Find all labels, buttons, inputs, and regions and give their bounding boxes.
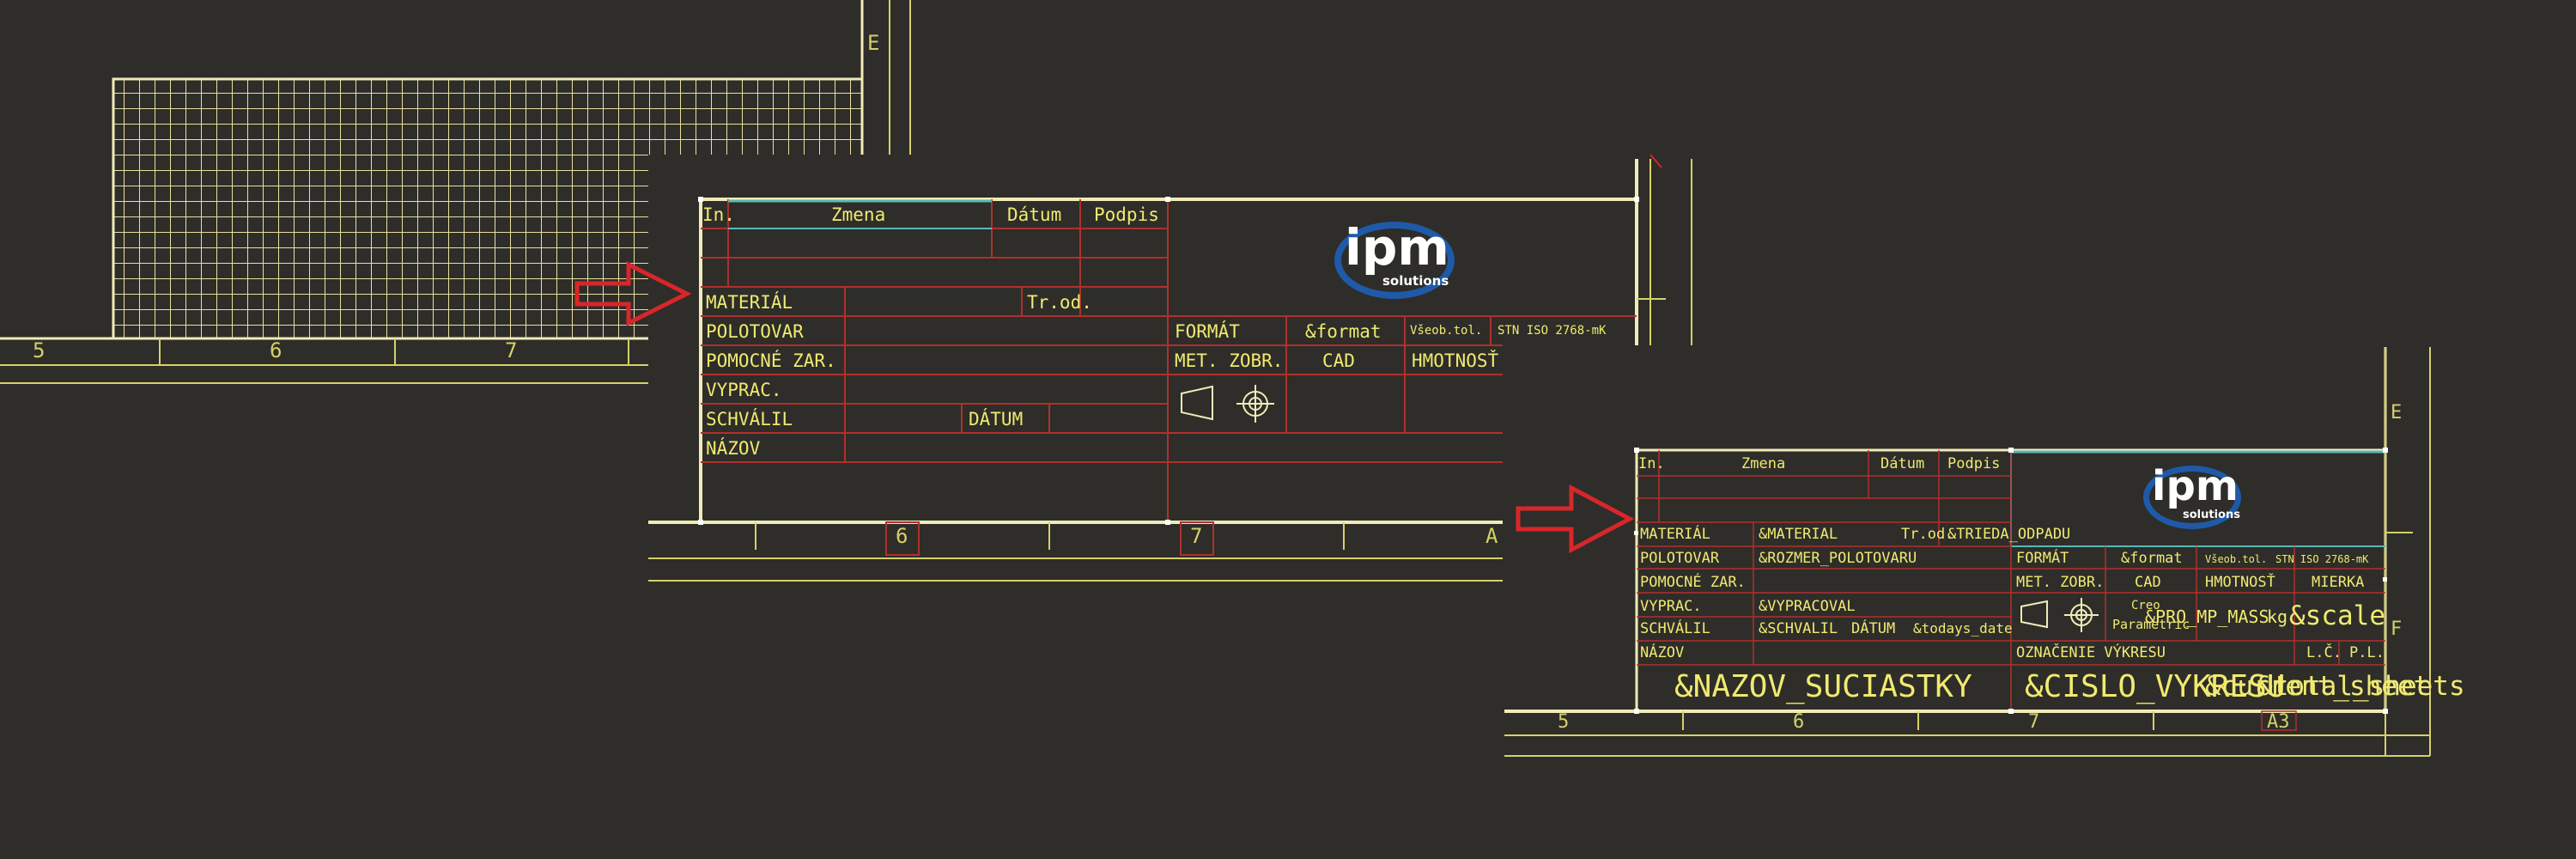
label-schvalil: SCHVÁLIL (706, 409, 793, 430)
ruler-sheet-size: A3 (2267, 711, 2290, 733)
label-scale: MIERKA (2312, 574, 2365, 591)
rev-col-change: Zmena (831, 204, 886, 225)
label-trod: Tr.od. (1027, 292, 1092, 313)
value-waste-class: &TRIEDA_ODPADU (1947, 526, 2071, 543)
value-vyprac: &VYPRACOVAL (1759, 598, 1856, 615)
label-schvalil: SCHVÁLIL (1640, 620, 1710, 637)
logo-subtext: solutions (2183, 509, 2240, 521)
value-datum: &todays_date (1913, 620, 2013, 637)
ruler-number: 5 (1558, 711, 1570, 733)
label-mass: HMOTNOSŤ (1412, 350, 1499, 371)
label-projection: MET. ZOBR. (2016, 574, 2105, 591)
label-material: MATERIÁL (706, 292, 793, 313)
label-drawing-number: OZNAČENIE VÝKRESU (2016, 644, 2166, 661)
label-polotovar: POLOTOVAR (1640, 550, 1720, 567)
arrow-right-icon (1516, 484, 1635, 554)
rev-col-change: Zmena (1741, 455, 1786, 472)
value-schvalil: &SCHVALIL (1759, 620, 1838, 637)
label-pomocne: POMOCNÉ ZAR. (1640, 574, 1746, 591)
label-datum: DÁTUM (1851, 620, 1896, 637)
value-format: &format (2121, 550, 2183, 567)
value-polotovar: &ROZMER_POLOTOVARU (1759, 550, 1917, 567)
value-mass-unit: kg (2267, 606, 2288, 627)
ruler-number: 6 (270, 338, 283, 362)
value-scale: &scale (2289, 600, 2385, 631)
ruler-number: 6 (896, 524, 908, 548)
rev-col-date: Dátum (1007, 204, 1062, 225)
ruler-number: 5 (33, 338, 46, 362)
zone-letter: F (2391, 618, 2403, 640)
logo-subtext: solutions (1382, 273, 1449, 289)
value-tolerance-standard: STN ISO 2768-mK (2275, 553, 2369, 565)
label-vyprac: VYPRAC. (1640, 598, 1702, 615)
ruler-number: 6 (1793, 711, 1805, 733)
label-general-tolerance: Všeob.tol. (2205, 553, 2268, 565)
label-nazov: NÁZOV (706, 438, 761, 459)
value-current-sheet: &current_sheet (2205, 671, 2430, 702)
label-format: FORMÁT (2016, 550, 2069, 567)
arrow-right-icon (574, 260, 692, 327)
logo-text: ipm (2152, 462, 2239, 510)
template2-linework (1504, 347, 2576, 777)
value-total-sheets: &total_sheets (2257, 671, 2465, 702)
ruler-number: 7 (505, 338, 518, 362)
label-trod: Tr.od. (1901, 526, 1954, 543)
value-drawing-number: &CISLO_VYKRESU (2025, 669, 2286, 704)
rev-col-sign: Podpis (1094, 204, 1159, 225)
ipm-logo: ipm solutions (1333, 216, 1458, 299)
label-projection: MET. ZOBR. (1175, 350, 1284, 371)
label-sheet-number: L.Č. (2306, 644, 2342, 661)
label-cad: CAD (1322, 350, 1355, 371)
rev-col-date: Dátum (1880, 455, 1925, 472)
label-creo: Creo (2131, 599, 2160, 612)
ipm-logo: ipm solutions (2142, 460, 2248, 531)
logo-text: ipm (1345, 218, 1449, 277)
label-material: MATERIÁL (1640, 526, 1710, 543)
label-format: FORMÁT (1175, 321, 1240, 342)
label-pomocne: POMOCNÉ ZAR. (706, 350, 836, 371)
value-tolerance-standard: STN ISO 2768-mK (1498, 324, 1607, 338)
ruler-number: 7 (1190, 524, 1203, 548)
value-format: &format (1305, 321, 1382, 342)
label-mass: HMOTNOSŤ (2205, 574, 2275, 591)
zone-letter: E (2391, 402, 2403, 423)
ruler-number: 7 (2028, 711, 2040, 733)
label-polotovar: POLOTOVAR (706, 321, 804, 342)
label-datum: DÁTUM (969, 409, 1024, 430)
zone-letter: E (867, 31, 880, 55)
label-vyprac: VYPRAC. (706, 380, 782, 400)
value-material: &MATERIAL (1759, 526, 1838, 543)
value-mass: &PRO_MP_MASS (2145, 606, 2269, 627)
rev-col-index: In. (702, 204, 735, 225)
value-part-name: &NAZOV_SUCIASTKY (1674, 669, 1972, 704)
rev-col-sign: Podpis (1947, 455, 2001, 472)
label-parametric: Parametric (2112, 617, 2190, 632)
label-general-tolerance: Všeob.tol. (1410, 324, 1483, 338)
label-nazov: NÁZOV (1640, 644, 1685, 661)
rev-col-index: In. (1638, 455, 1665, 472)
label-sheet-count: P.L. (2349, 644, 2385, 661)
ruler-letter: A (1485, 524, 1498, 548)
label-cad: CAD (2135, 574, 2161, 591)
